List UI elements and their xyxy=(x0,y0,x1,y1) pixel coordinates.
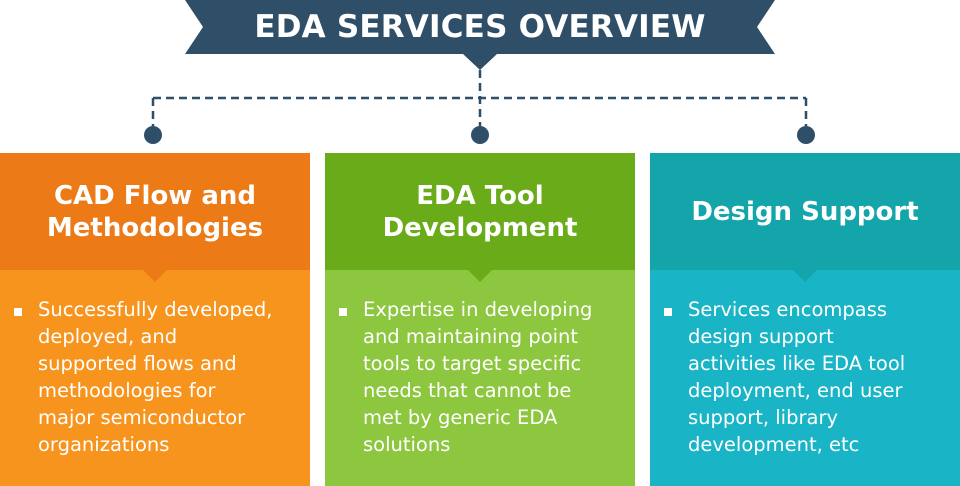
card-eda-tool: Expertise in developing and maintaining … xyxy=(325,153,635,486)
card-body: Services encompass design support activi… xyxy=(650,270,960,486)
card-title: Design Support xyxy=(691,196,919,227)
bullet-square-icon xyxy=(14,308,22,316)
connector-lines xyxy=(151,70,808,126)
card-body: Expertise in developing and maintaining … xyxy=(325,270,635,486)
card-bullet-text: Successfully developed, deployed, and su… xyxy=(38,298,273,456)
card-pointer xyxy=(793,270,817,282)
banner-and-connectors xyxy=(144,0,815,144)
page-title: EDA SERVICES OVERVIEW xyxy=(254,9,706,45)
card-header: Design Support xyxy=(650,153,960,270)
connector-dot-right xyxy=(797,126,815,144)
card-pointer xyxy=(143,270,167,282)
title-banner xyxy=(185,0,775,70)
bullet-square-icon xyxy=(664,308,672,316)
card-bullet-text: Expertise in developing and maintaining … xyxy=(363,298,593,456)
connector-dot-center xyxy=(471,126,489,144)
card-header: CAD Flow and Methodologies xyxy=(0,153,310,270)
card-cad-flow: Successfully developed, deployed, and su… xyxy=(0,153,310,486)
card-design-support: Services encompass design support activi… xyxy=(650,153,960,486)
card-title: CAD Flow and Methodologies xyxy=(46,180,264,243)
card-pointer xyxy=(468,270,492,282)
connector-dot-left xyxy=(144,126,162,144)
card-body: Successfully developed, deployed, and su… xyxy=(0,270,310,486)
bullet-square-icon xyxy=(339,308,347,316)
card-header: EDA Tool Development xyxy=(325,153,635,270)
card-title: EDA Tool Development xyxy=(382,180,578,243)
card-bullet-text: Services encompass design support activi… xyxy=(688,298,906,456)
